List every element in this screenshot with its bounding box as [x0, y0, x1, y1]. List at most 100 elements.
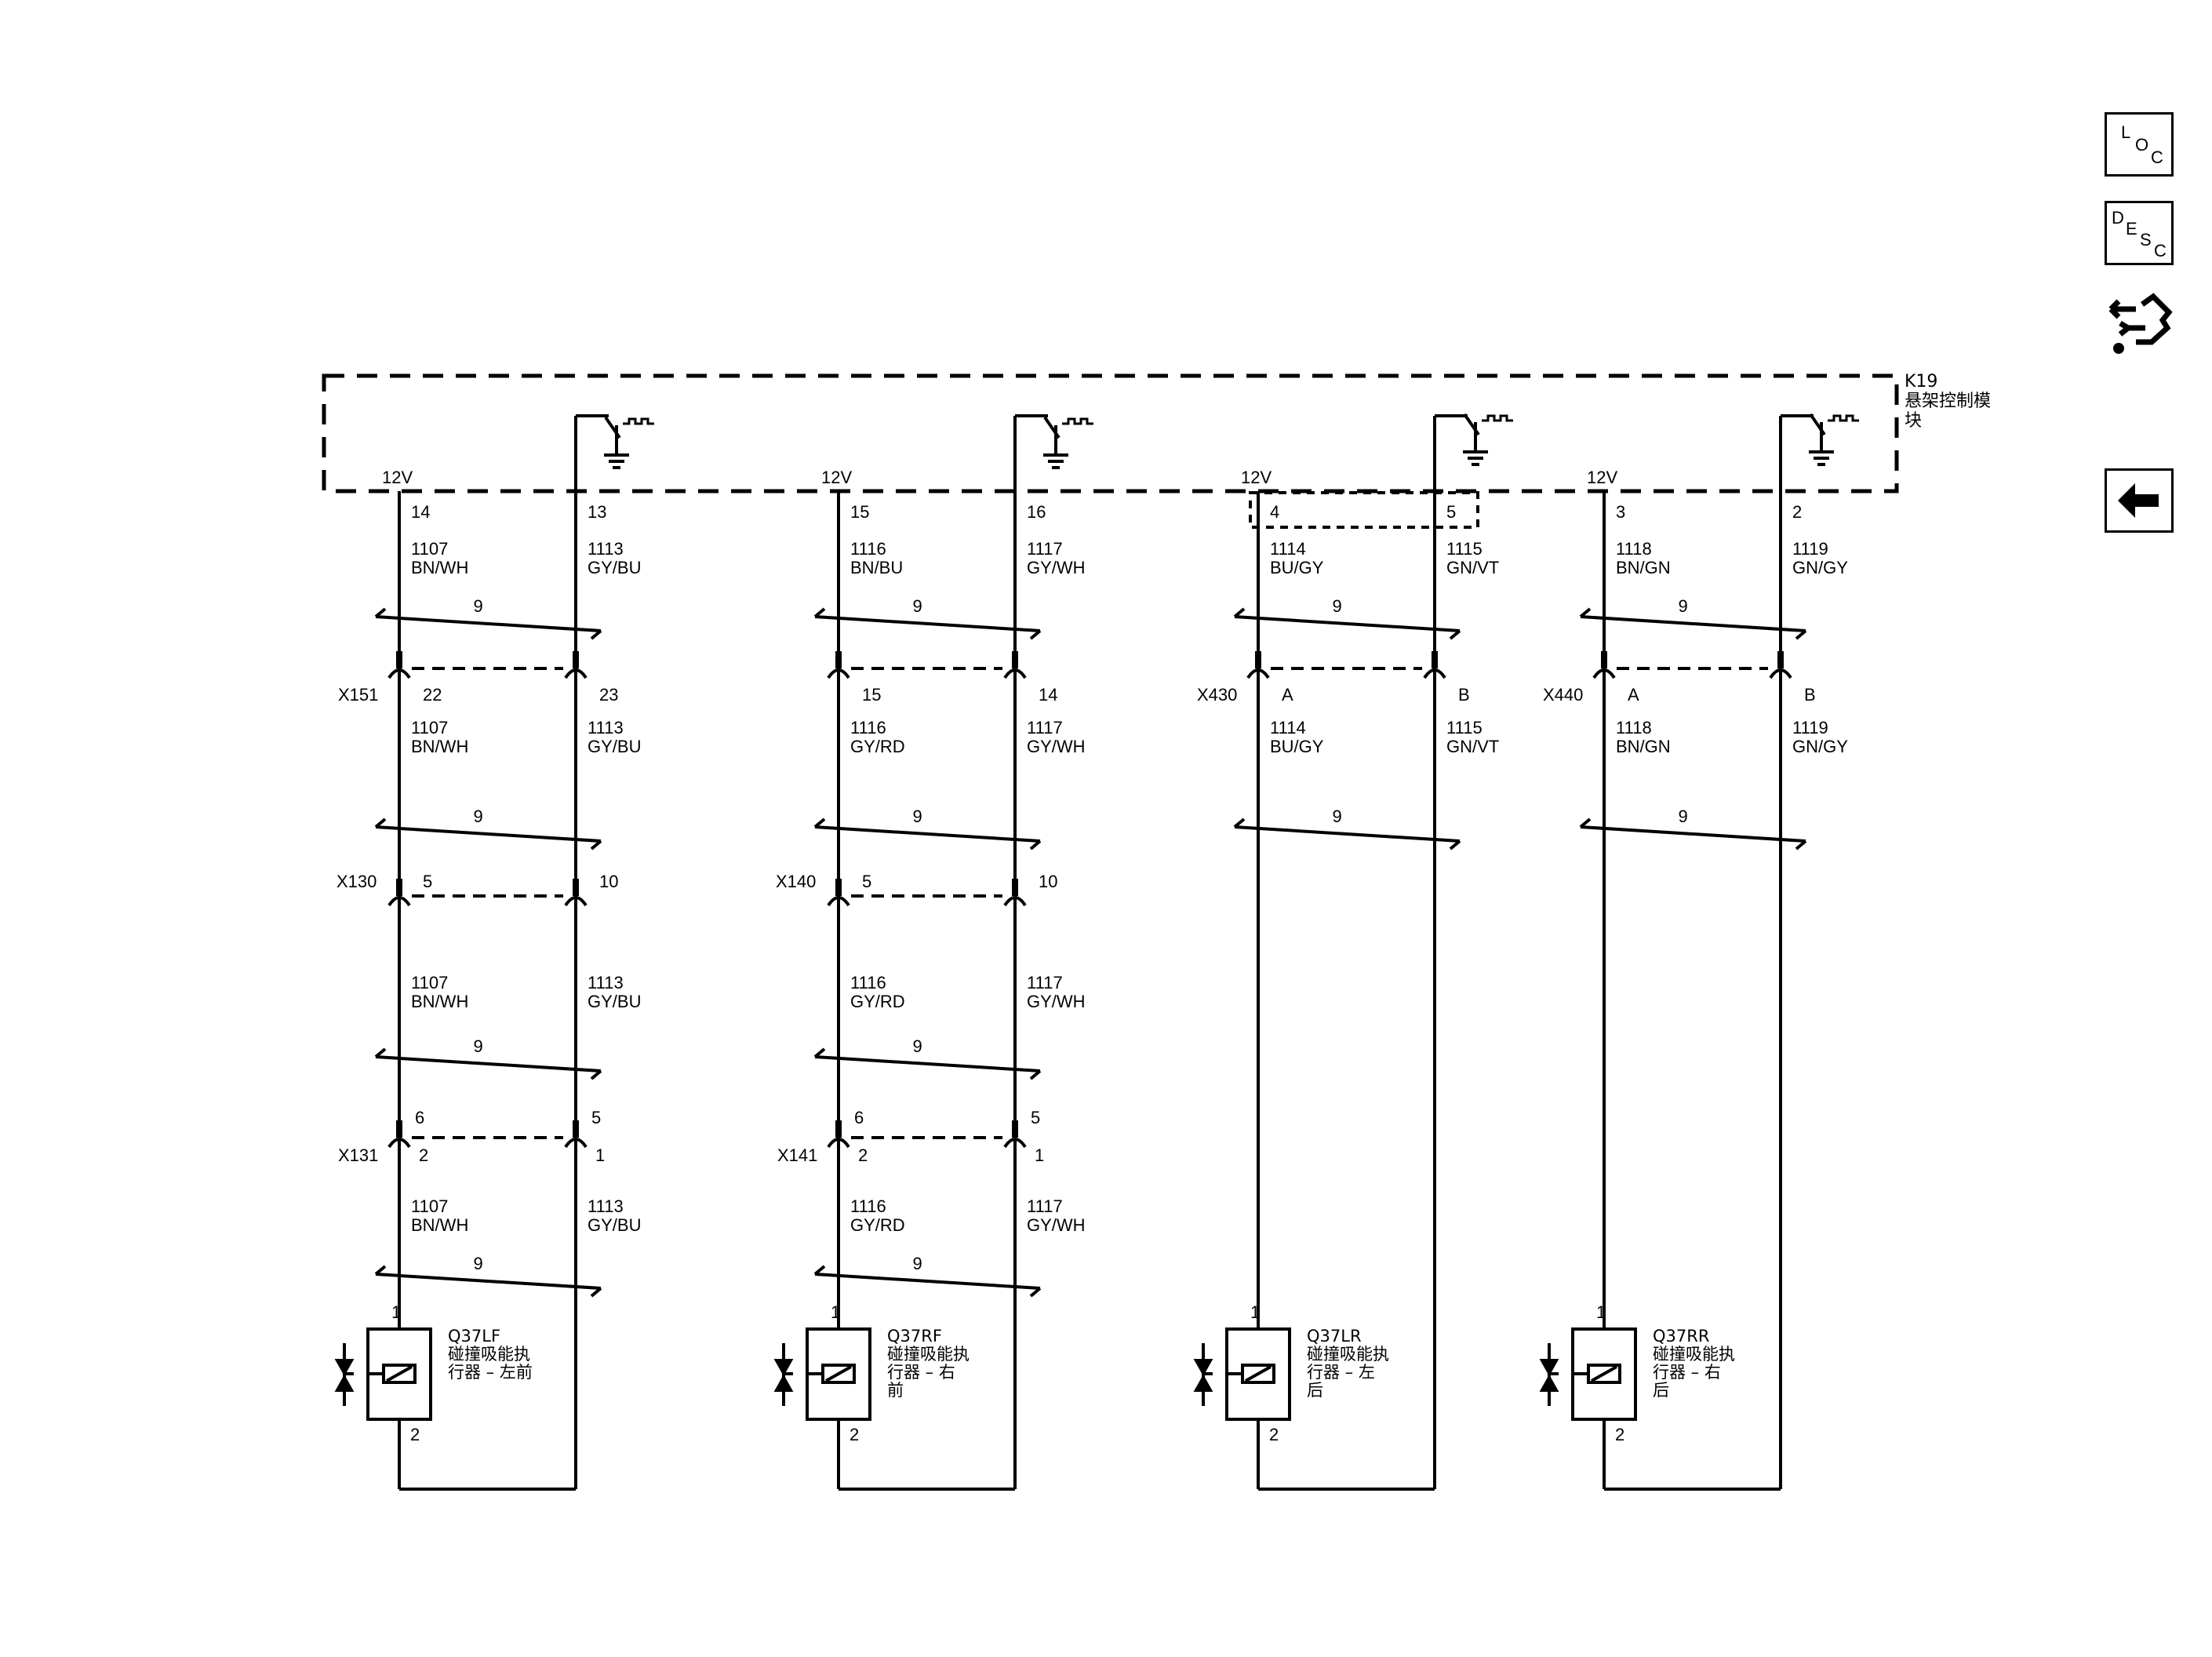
circuit-rf-actuator-motion-arrow-down [773, 1359, 794, 1377]
circuit-lf-seg2-right-circuit-number: 1113 [588, 718, 624, 737]
circuit-rf-c2-pin-left: 5 [862, 872, 871, 891]
circuit-lf-c3-pin-top-right: 5 [591, 1108, 601, 1127]
circuit-lf-c3-pin-0 [396, 1120, 402, 1138]
circuit-rf-actuator-coil-slash [825, 1365, 852, 1382]
loc-letter-3: C [2151, 147, 2163, 167]
circuit-rf-seg4-bundle-count: 9 [913, 1254, 922, 1273]
circuit-lf-seg1-left-wire-color: BN/WH [411, 558, 468, 577]
circuit-rf-seg1-right-circuit-number: 1117 [1027, 539, 1063, 559]
circuit-lf-c1-pin-cup-0 [387, 668, 411, 679]
circuit-lf-c3-pin-cup-0 [387, 1138, 411, 1149]
circuit-lf-actuator-coil-slash [386, 1365, 413, 1382]
circuit-lf-c1-pin-right: 23 [599, 685, 618, 705]
circuit-lf-seg4-left-wire-color: BN/WH [411, 1215, 468, 1235]
circuit-rf-seg2-left-wire-color: GY/RD [850, 737, 905, 756]
circuit-rf-seg2-bundle-tick-l [813, 818, 826, 828]
desc-button[interactable]: D E S C [2105, 201, 2174, 265]
circuit-rf-c3-pin-bottom-left: 2 [858, 1145, 868, 1165]
loc-letter-1: L [2121, 122, 2131, 142]
circuit-lf-c3-pin-bottom-right: 1 [595, 1145, 605, 1165]
circuit-rr-actuator-desc-line3: 后 [1653, 1381, 1669, 1400]
circuit-rf-seg3-bundle-tick-l [813, 1047, 826, 1058]
loc-button[interactable]: L O C [2105, 112, 2174, 177]
circuit-lr-actuator-ref: Q37LR [1307, 1327, 1362, 1346]
circuit-lf-seg3-left-wire-color: BN/WH [411, 992, 468, 1011]
circuit-lf-seg2-bundle-tick-r [590, 839, 602, 850]
circuit-lr-actuator-pin-top: 1 [1250, 1302, 1260, 1322]
circuit-rr-seg2-bundle-slash [1580, 825, 1806, 843]
circuit-lf-module-pin-left: 14 [411, 502, 430, 522]
circuit-lr-seg1-left-circuit-number: 1114 [1270, 539, 1306, 559]
circuit-rf-actuator-desc-line1: 碰撞吸能执 [887, 1345, 970, 1364]
circuit-rr-seg1-right-wire-color: GN/GY [1792, 558, 1848, 577]
circuit-lf-actuator-pin-bottom: 2 [410, 1425, 420, 1444]
circuit-rr-actuator-motion-arrow-up [1539, 1374, 1559, 1392]
circuit-lr-seg1-right-wire-color: GN/VT [1446, 558, 1499, 577]
circuit-rf-seg3-left-circuit-number: 1116 [850, 973, 886, 992]
circuit-lf-seg3-bundle-tick-l [374, 1047, 387, 1058]
circuit-rf-c3-pin-top-right: 5 [1031, 1108, 1040, 1127]
circuit-lf-seg4-right-circuit-number: 1113 [588, 1196, 624, 1216]
circuit-rr-seg2-right-circuit-number: 1119 [1792, 718, 1828, 737]
circuit-rf-seg3-bundle-count: 9 [913, 1036, 922, 1056]
circuit-rf-seg4-bundle-tick-r [1029, 1287, 1042, 1298]
circuit-rf-c1-pin-cup-0 [827, 668, 850, 679]
circuit-lf-c1-name: X151 [338, 685, 378, 705]
circuit-lf-actuator-desc-line2: 行器 – 左前 [448, 1363, 533, 1382]
circuit-rf-seg1-right-wire-color: GY/WH [1027, 558, 1086, 577]
circuit-lf-c3-pin-bottom-left: 2 [419, 1145, 428, 1165]
circuit-lr-seg2-bundle-tick-r [1449, 839, 1461, 850]
circuit-lf-seg1-bundle-tick-l [374, 607, 387, 618]
circuit-rr-module-pin-right: 2 [1792, 502, 1802, 522]
module-shield-box [1249, 491, 1479, 529]
circuit-lr-c1-pin-cup-1 [1423, 668, 1446, 679]
circuit-rf-c1-pin-right: 14 [1039, 685, 1057, 705]
back-button[interactable] [2105, 468, 2174, 533]
circuit-rf-c2-pin-right: 10 [1039, 872, 1057, 891]
circuit-rf-ground-pwm-wave [1062, 417, 1093, 425]
circuit-rf-seg2-bundle-tick-r [1029, 839, 1042, 850]
circuit-lf-seg3-left-circuit-number: 1107 [411, 973, 448, 992]
circuit-rf-seg4-bundle-tick-l [813, 1265, 826, 1276]
loc-letter-2: O [2135, 135, 2149, 155]
circuit-rf-actuator-ref: Q37RF [887, 1327, 942, 1346]
circuit-rr-seg1-bundle-count: 9 [1679, 596, 1688, 616]
circuit-rr-actuator-coil-slash [1591, 1365, 1617, 1382]
circuit-rr-module-pin-left: 3 [1616, 502, 1625, 522]
circuit-rf-c3-name: X141 [777, 1145, 817, 1165]
circuit-lr-c1-pin-0 [1255, 651, 1261, 668]
circuit-lr-actuator-desc-line3: 后 [1307, 1381, 1323, 1400]
circuit-lf-seg1-right-circuit-number: 1113 [588, 539, 624, 559]
circuit-rf-c3-pin-top-left: 6 [854, 1108, 864, 1127]
circuit-lf-c2-pin-1 [573, 879, 579, 896]
circuit-rf-seg3-right-wire-color: GY/WH [1027, 992, 1086, 1011]
circuit-lf-actuator-ref: Q37LF [448, 1327, 500, 1346]
circuit-rf-actuator-desc-line2: 行器 – 右 [887, 1363, 955, 1382]
circuit-rr-seg2-left-wire-color: BN/GN [1616, 737, 1671, 756]
circuit-lf-seg3-right-circuit-number: 1113 [588, 973, 624, 992]
circuit-rf-seg1-bundle-count: 9 [913, 596, 922, 616]
desc-letter-3: S [2140, 230, 2152, 249]
circuit-lf-seg2-right-wire-color: GY/BU [588, 737, 641, 756]
circuit-lr-module-pin-left: 4 [1270, 502, 1279, 522]
circuit-rf-seg2-bundle-slash [814, 825, 1041, 843]
circuit-lf-seg2-bundle-count: 9 [474, 807, 483, 826]
circuit-lf-c2-pin-cup-1 [564, 896, 588, 907]
circuit-rf-seg1-left-wire-color: BN/BU [850, 558, 903, 577]
circuit-rf-c1-pin-1 [1012, 651, 1018, 668]
diagnostic-connector-icon[interactable] [2105, 287, 2174, 356]
circuit-lf-c1-pin-1 [573, 651, 579, 668]
circuit-lf-seg1-bundle-slash [375, 615, 602, 632]
circuit-rf-c2-pin-cup-0 [827, 896, 850, 907]
circuit-lf-seg4-bundle-tick-l [374, 1265, 387, 1276]
circuit-lr-seg2-bundle-slash [1234, 825, 1461, 843]
circuit-rr-seg1-bundle-tick-r [1795, 629, 1807, 640]
circuit-lr-actuator-desc-line2: 行器 – 左 [1307, 1363, 1375, 1382]
circuit-lf-ground-pwm-wave [623, 417, 654, 425]
circuit-lr-c1-pin-right: B [1458, 685, 1470, 705]
circuit-rr-ground-pwm-wave [1828, 414, 1859, 422]
circuit-lr-actuator-motion-arrow-down [1193, 1359, 1213, 1377]
circuit-lr-module-pin-right: 5 [1446, 502, 1456, 522]
circuit-rf-c3-pin-1 [1012, 1120, 1018, 1138]
circuit-lf-seg4-bundle-count: 9 [474, 1254, 483, 1273]
